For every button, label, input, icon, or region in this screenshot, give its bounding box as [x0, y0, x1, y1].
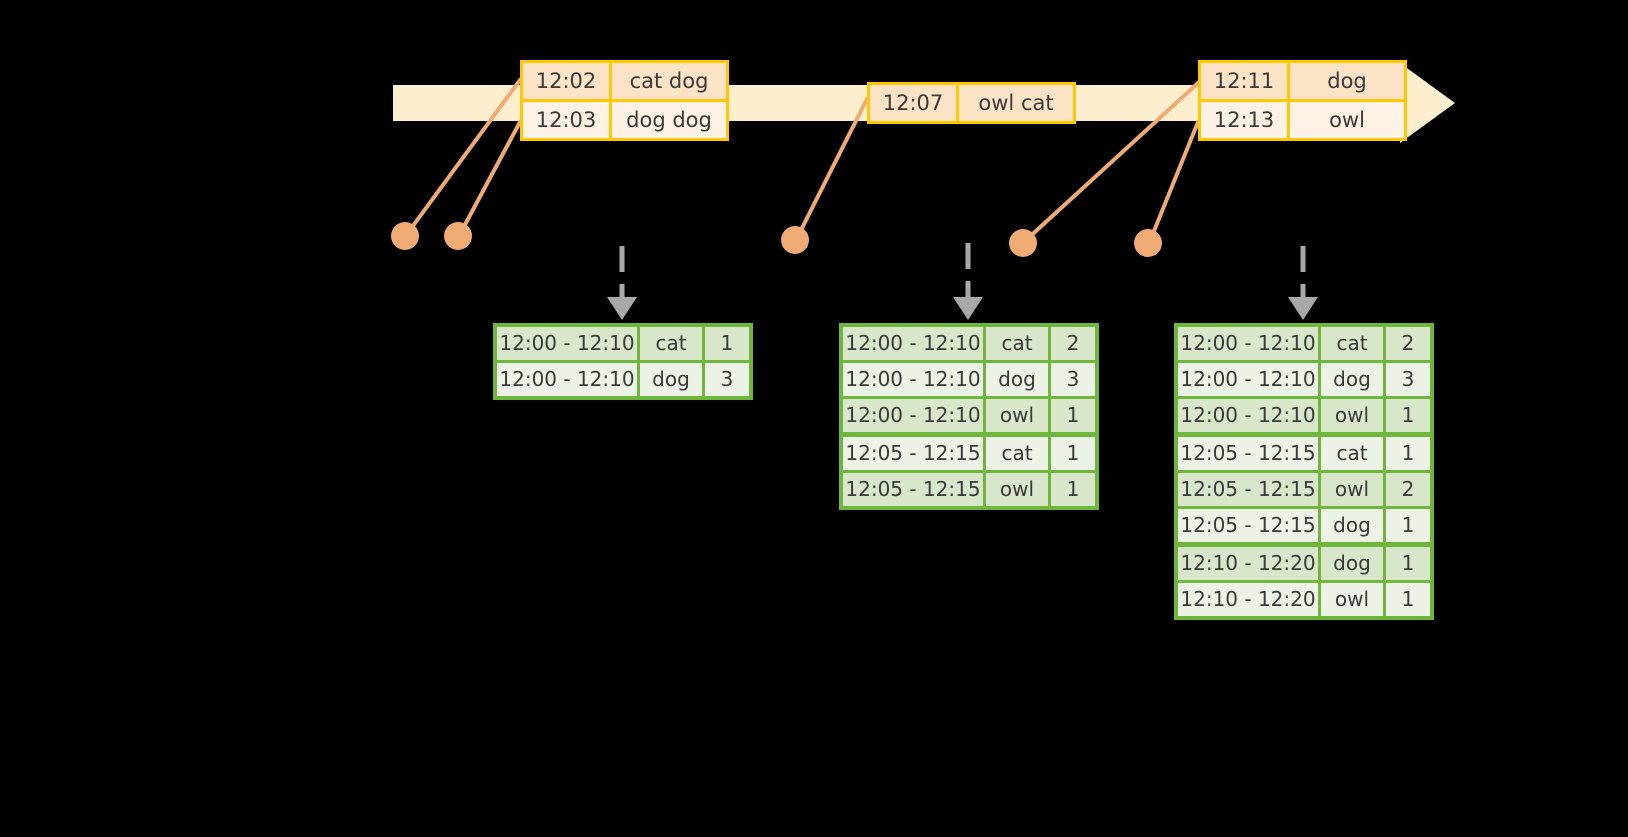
event-dot-3 — [781, 226, 809, 254]
table-row[interactable]: 12:00 - 12:10 owl 1 — [1178, 396, 1430, 432]
word-cell: dog — [1318, 506, 1383, 542]
count-cell: 1 — [1048, 396, 1095, 432]
event-dot-1 — [391, 222, 419, 250]
count-cell: 3 — [702, 360, 749, 396]
dashed-arrows — [619, 243, 1306, 297]
count-cell: 2 — [1048, 327, 1095, 360]
event-dot-4 — [1009, 229, 1037, 257]
count-cell: 3 — [1048, 360, 1095, 396]
word-cell: owl — [1318, 580, 1383, 616]
table-row[interactable]: 12:00 - 12:10 cat 1 — [497, 327, 749, 360]
table-row[interactable]: 12:10 - 12:20 owl 1 — [1178, 580, 1430, 616]
word-cell: cat — [1318, 432, 1383, 470]
event-words: cat dog — [609, 63, 726, 99]
event-time: 12:02 — [523, 63, 609, 99]
event-time: 12:13 — [1201, 99, 1287, 138]
event-row[interactable]: 12:07 owl cat — [870, 85, 1073, 121]
event-dot-5 — [1134, 229, 1162, 257]
window-cell: 12:05 - 12:15 — [843, 432, 983, 470]
window-cell: 12:05 - 12:15 — [1178, 506, 1318, 542]
table-row[interactable]: 12:05 - 12:15 owl 1 — [843, 470, 1095, 506]
table-row[interactable]: 12:05 - 12:15 cat 1 — [843, 432, 1095, 470]
event-row[interactable]: 12:13 owl — [1201, 99, 1404, 138]
event-row[interactable]: 12:03 dog dog — [523, 99, 726, 138]
connector-dots — [391, 222, 1162, 257]
result-table-1[interactable]: 12:00 - 12:10 cat 1 12:00 - 12:10 dog 3 — [493, 323, 753, 400]
table-row[interactable]: 12:05 - 12:15 cat 1 — [1178, 432, 1430, 470]
window-cell: 12:00 - 12:10 — [1178, 396, 1318, 432]
word-cell: dog — [637, 360, 702, 396]
table-row[interactable]: 12:00 - 12:10 dog 3 — [1178, 360, 1430, 396]
event-words: dog dog — [609, 99, 726, 138]
table-row[interactable]: 12:00 - 12:10 dog 3 — [843, 360, 1095, 396]
table-row[interactable]: 12:00 - 12:10 dog 3 — [497, 360, 749, 396]
event-time: 12:03 — [523, 99, 609, 138]
table-row[interactable]: 12:10 - 12:20 dog 1 — [1178, 542, 1430, 580]
count-cell: 1 — [1383, 506, 1430, 542]
word-cell: dog — [983, 360, 1048, 396]
word-cell: owl — [983, 396, 1048, 432]
count-cell: 3 — [1383, 360, 1430, 396]
window-cell: 12:00 - 12:10 — [843, 360, 983, 396]
event-box-group-2[interactable]: 12:07 owl cat — [867, 82, 1076, 124]
window-cell: 12:05 - 12:15 — [1178, 470, 1318, 506]
word-cell: owl — [983, 470, 1048, 506]
count-cell: 1 — [1383, 542, 1430, 580]
window-cell: 12:00 - 12:10 — [1178, 360, 1318, 396]
word-cell: cat — [1318, 327, 1383, 360]
event-time: 12:11 — [1201, 63, 1287, 99]
event-words: owl cat — [956, 85, 1073, 121]
window-cell: 12:00 - 12:10 — [497, 360, 637, 396]
window-cell: 12:00 - 12:10 — [497, 327, 637, 360]
event-row[interactable]: 12:11 dog — [1201, 63, 1404, 99]
count-cell: 1 — [1383, 432, 1430, 470]
count-cell: 2 — [1383, 470, 1430, 506]
count-cell: 1 — [1048, 432, 1095, 470]
table-row[interactable]: 12:00 - 12:10 owl 1 — [843, 396, 1095, 432]
window-cell: 12:10 - 12:20 — [1178, 542, 1318, 580]
result-table-2[interactable]: 12:00 - 12:10 cat 2 12:00 - 12:10 dog 3 … — [839, 323, 1099, 510]
word-cell: dog — [1318, 360, 1383, 396]
count-cell: 1 — [1383, 580, 1430, 616]
count-cell: 1 — [1383, 396, 1430, 432]
event-box-group-1[interactable]: 12:02 cat dog 12:03 dog dog — [520, 60, 729, 141]
word-cell: owl — [1318, 470, 1383, 506]
count-cell: 1 — [702, 327, 749, 360]
count-cell: 1 — [1048, 470, 1095, 506]
event-words: dog — [1287, 63, 1404, 99]
window-cell: 12:00 - 12:10 — [843, 327, 983, 360]
dashed-arrow-heads — [607, 297, 1318, 320]
event-row[interactable]: 12:02 cat dog — [523, 63, 726, 99]
table-row[interactable]: 12:00 - 12:10 cat 2 — [1178, 327, 1430, 360]
window-cell: 12:00 - 12:10 — [1178, 327, 1318, 360]
word-cell: owl — [1318, 396, 1383, 432]
table-row[interactable]: 12:05 - 12:15 dog 1 — [1178, 506, 1430, 542]
event-box-group-3[interactable]: 12:11 dog 12:13 owl — [1198, 60, 1407, 141]
event-dot-2 — [444, 222, 472, 250]
count-cell: 2 — [1383, 327, 1430, 360]
table-row[interactable]: 12:05 - 12:15 owl 2 — [1178, 470, 1430, 506]
event-words: owl — [1287, 99, 1404, 138]
word-cell: cat — [637, 327, 702, 360]
window-cell: 12:05 - 12:15 — [1178, 432, 1318, 470]
word-cell: cat — [983, 432, 1048, 470]
window-cell: 12:10 - 12:20 — [1178, 580, 1318, 616]
word-cell: dog — [1318, 542, 1383, 580]
result-table-3[interactable]: 12:00 - 12:10 cat 2 12:00 - 12:10 dog 3 … — [1174, 323, 1434, 620]
word-cell: cat — [983, 327, 1048, 360]
window-cell: 12:00 - 12:10 — [843, 396, 983, 432]
window-cell: 12:05 - 12:15 — [843, 470, 983, 506]
event-time: 12:07 — [870, 85, 956, 121]
table-row[interactable]: 12:00 - 12:10 cat 2 — [843, 327, 1095, 360]
